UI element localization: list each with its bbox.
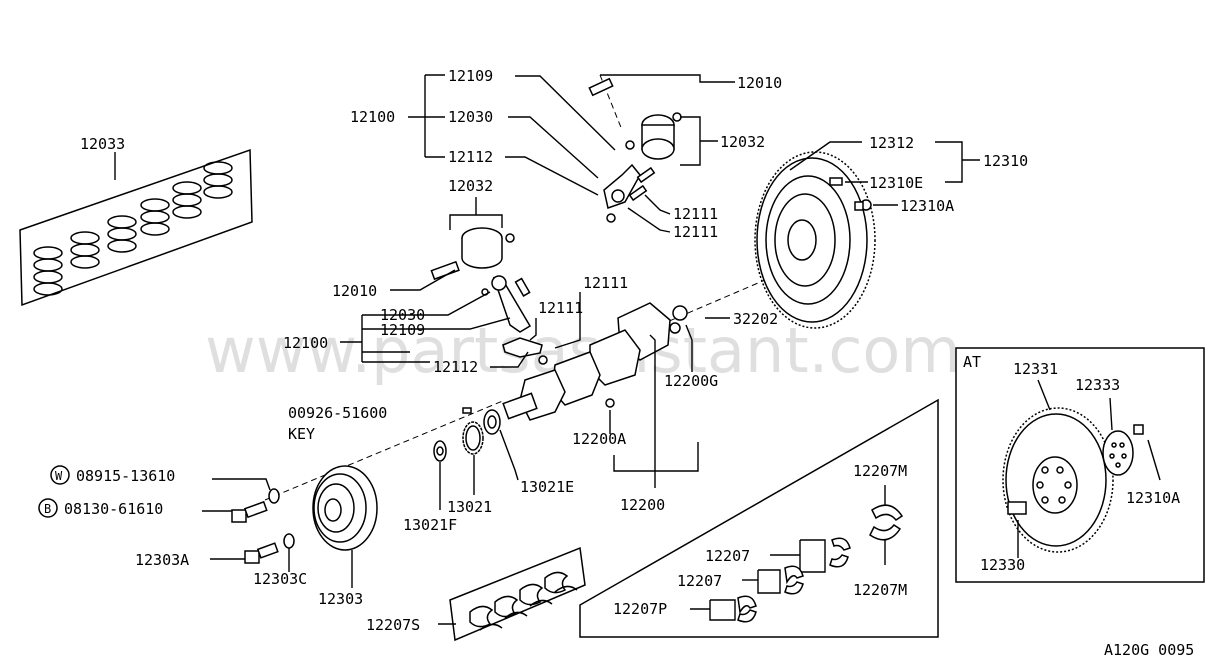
piston-ring-set bbox=[19, 148, 253, 307]
label-12112-lower: 12112 bbox=[433, 358, 478, 376]
label-12033: 12033 bbox=[80, 135, 125, 153]
label-12200A: 12200A bbox=[572, 430, 626, 448]
label-12333: 12333 bbox=[1075, 376, 1120, 394]
diagram-code: A120G 0095 bbox=[1104, 641, 1194, 659]
label-12010: 12010 bbox=[737, 74, 782, 92]
label-08915-13610: 08915-13610 bbox=[76, 467, 175, 485]
label-b-symbol: B bbox=[44, 502, 51, 516]
label-13021: 13021 bbox=[447, 498, 492, 516]
label-12303: 12303 bbox=[318, 590, 363, 608]
label-12111: 12111 bbox=[673, 205, 718, 223]
at-drive-plate-box bbox=[955, 347, 1205, 583]
label-12100: 12100 bbox=[350, 108, 395, 126]
main-bearing-box bbox=[579, 398, 939, 638]
label-12200G: 12200G bbox=[664, 372, 718, 390]
label-12030-lower: 12030 bbox=[380, 306, 425, 324]
label-12111-upper: 12111 bbox=[583, 274, 628, 292]
label-12112: 12112 bbox=[448, 148, 493, 166]
label-w-symbol: W bbox=[55, 469, 63, 483]
label-12207M-top: 12207M bbox=[853, 462, 907, 480]
label-12331: 12331 bbox=[1013, 360, 1058, 378]
label-32202: 32202 bbox=[733, 310, 778, 328]
flywheel bbox=[754, 141, 980, 329]
label-12330: 12330 bbox=[980, 556, 1025, 574]
label-12310E: 12310E bbox=[869, 174, 923, 192]
label-12207M-bottom: 12207M bbox=[853, 581, 907, 599]
bearing-set bbox=[438, 546, 586, 642]
lower-piston-assembly bbox=[340, 197, 581, 368]
label-12111: 12111 bbox=[673, 223, 718, 241]
front-pulley-assembly bbox=[38, 399, 519, 588]
label-08130-61610: 08130-61610 bbox=[64, 500, 163, 518]
label-12200: 12200 bbox=[620, 496, 665, 514]
label-key: KEY bbox=[288, 425, 315, 443]
label-12032-lower: 12032 bbox=[448, 177, 493, 195]
label-13021F: 13021F bbox=[403, 516, 457, 534]
crankshaft bbox=[502, 264, 801, 488]
label-12207S: 12207S bbox=[366, 616, 420, 634]
label-12032: 12032 bbox=[720, 133, 765, 151]
label-12207-a: 12207 bbox=[705, 547, 750, 565]
label-12312: 12312 bbox=[869, 134, 914, 152]
label-at: AT bbox=[963, 353, 981, 371]
label-12010-lower: 12010 bbox=[332, 282, 377, 300]
label-12207-b: 12207 bbox=[677, 572, 722, 590]
label-12303A: 12303A bbox=[135, 551, 189, 569]
label-12310A-at: 12310A bbox=[1126, 489, 1180, 507]
label-key-part: 00926-51600 bbox=[288, 404, 387, 422]
upper-piston-assembly bbox=[408, 74, 735, 233]
label-12111-lower: 12111 bbox=[538, 299, 583, 317]
label-12310: 12310 bbox=[983, 152, 1028, 170]
label-12207P: 12207P bbox=[613, 600, 667, 618]
label-12303C: 12303C bbox=[253, 570, 307, 588]
label-12109: 12109 bbox=[448, 67, 493, 85]
label-12109-lower: 12109 bbox=[380, 321, 425, 339]
label-12100-lower: 12100 bbox=[283, 334, 328, 352]
label-13021E: 13021E bbox=[520, 478, 574, 496]
label-12310A: 12310A bbox=[900, 197, 954, 215]
label-12030: 12030 bbox=[448, 108, 493, 126]
